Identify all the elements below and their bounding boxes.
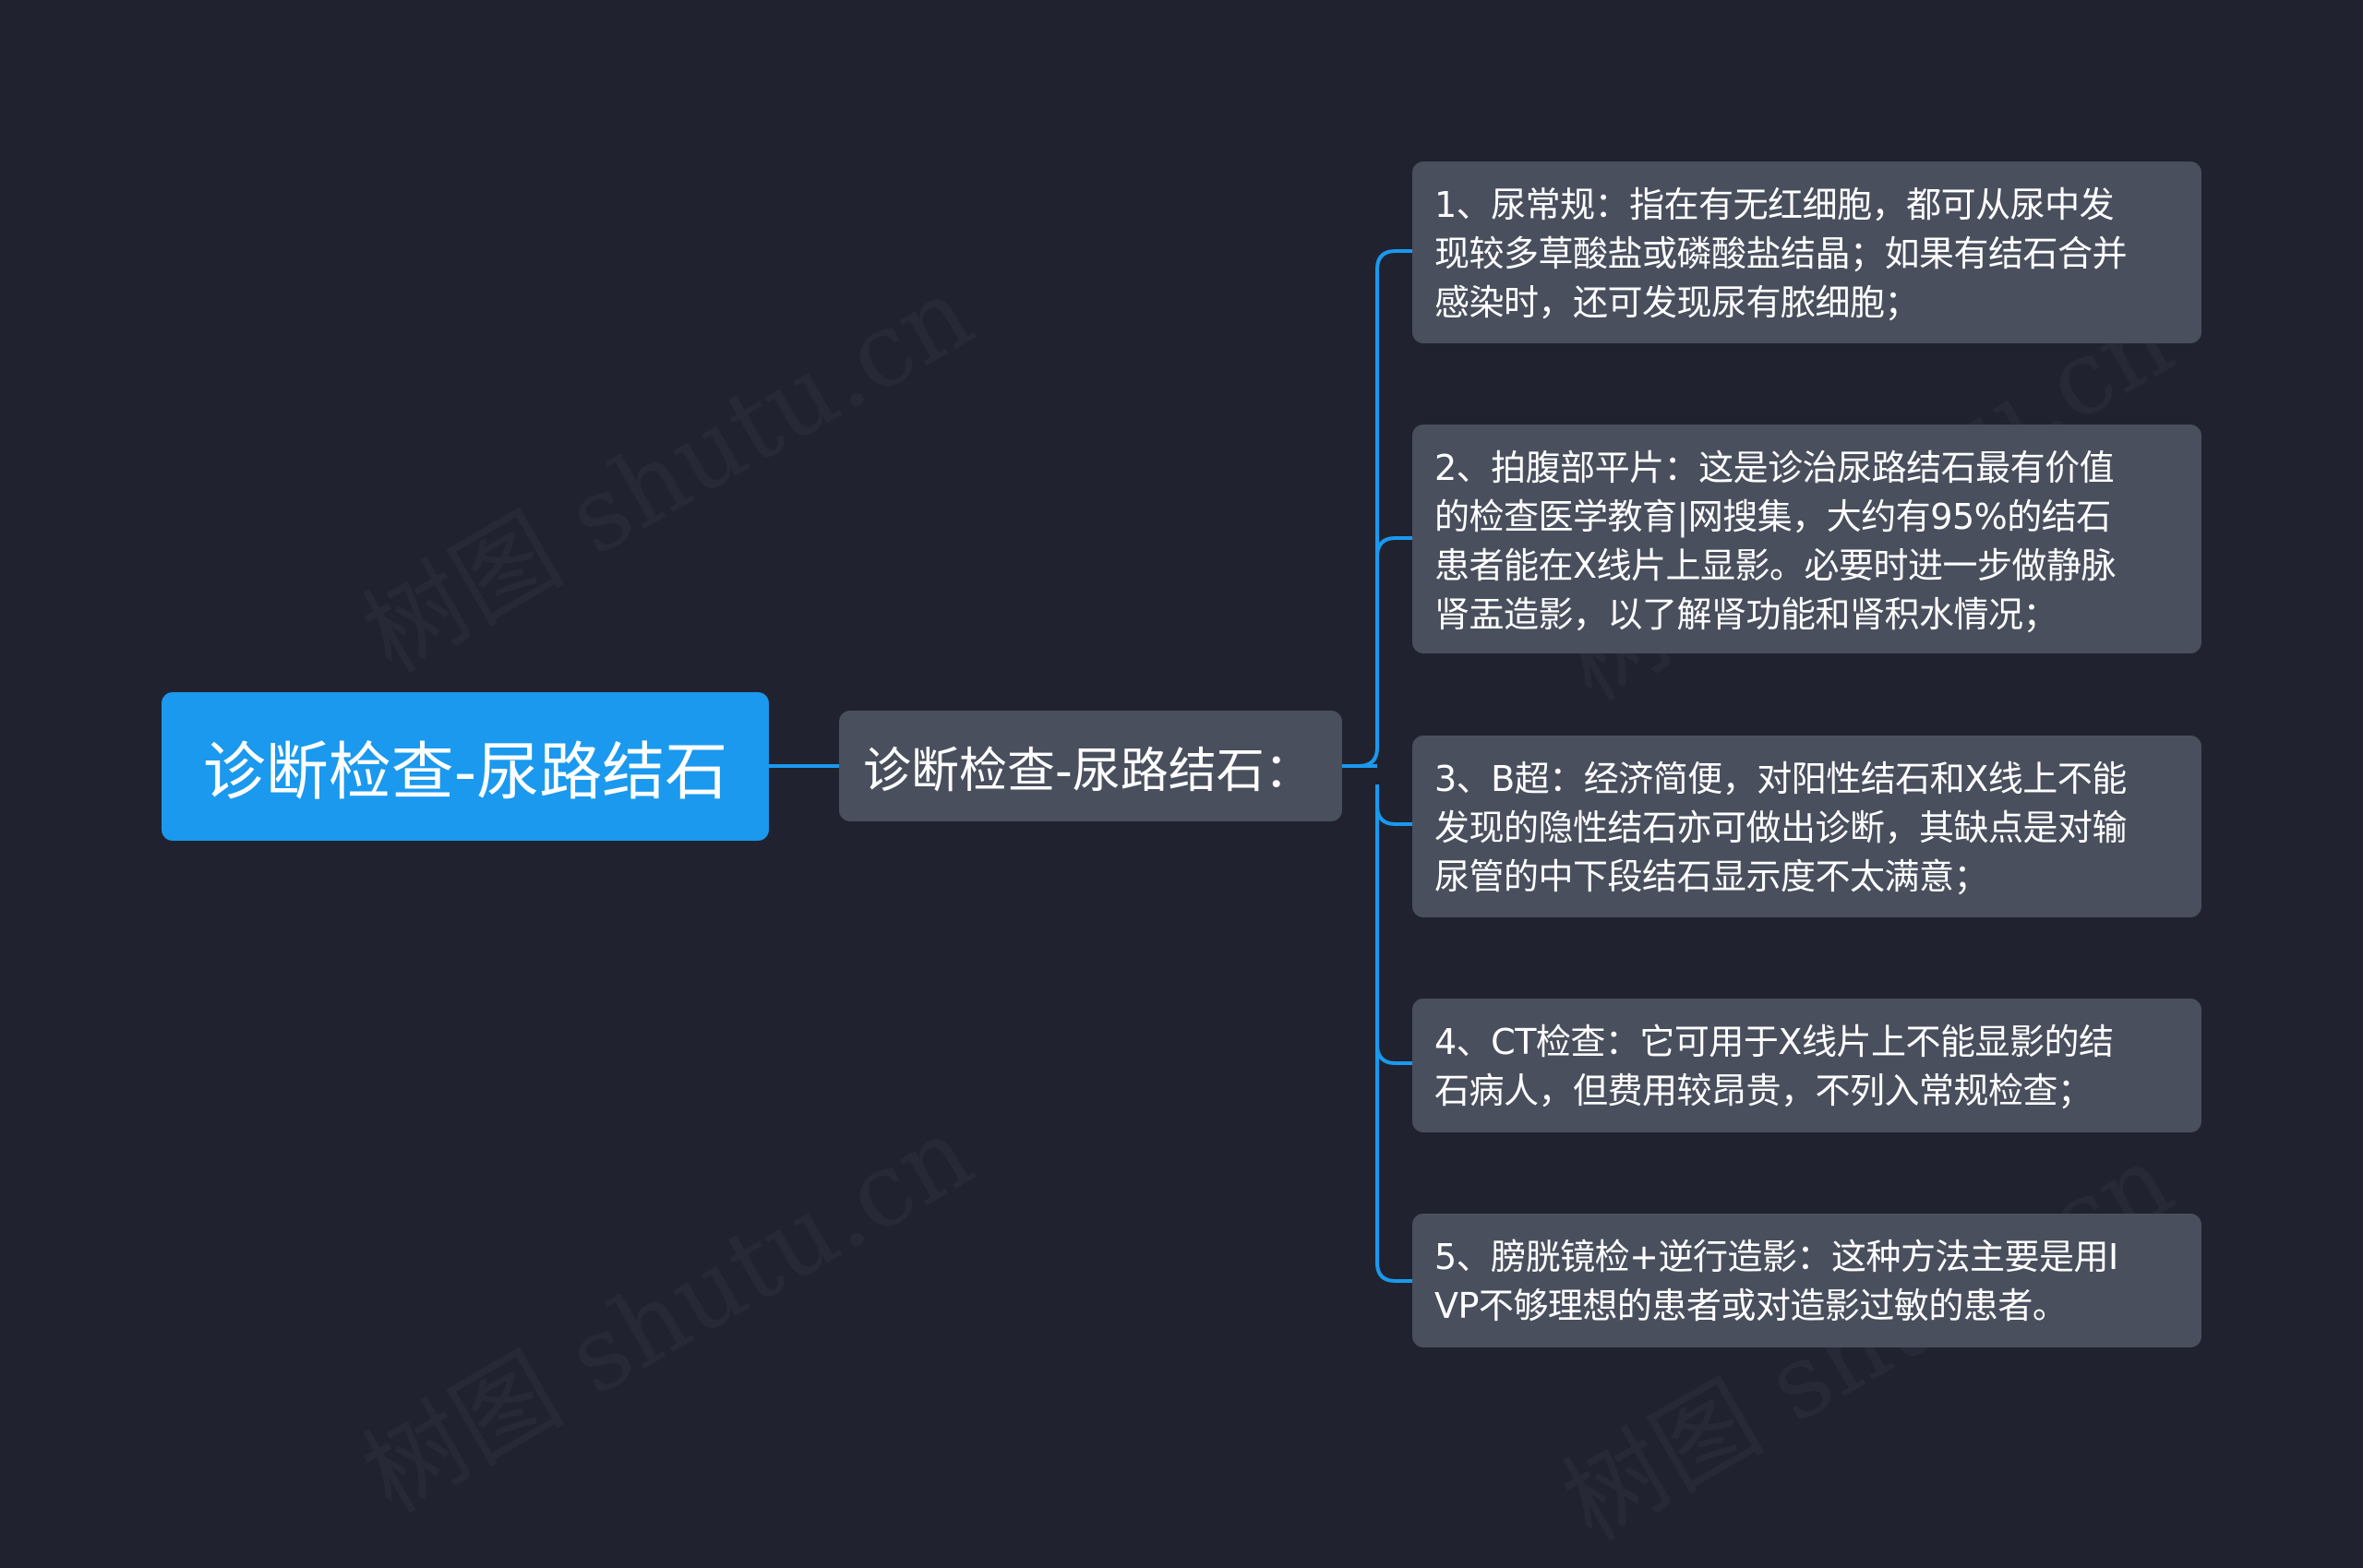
branch-line-3 [1375,784,1412,826]
subtopic-line: 患者能在X线片上显影。必要时进一步做静脉 [1434,545,2117,586]
subtopic-ultrasound[interactable]: 3、B超：经济简便，对阳性结石和X线上不能 发现的隐性结石亦可做出诊断，其缺点是… [1412,736,2201,917]
subtopic-line: 4、CT检查：它可用于X线片上不能显影的结 [1434,1022,2114,1062]
subtopic-line: 1、尿常规：指在有无红细胞，都可从尿中发 [1434,185,2115,225]
subtopic-urine-routine[interactable]: 1、尿常规：指在有无红细胞，都可从尿中发 现较多草酸盐或磷酸盐结晶；如果有结石合… [1412,162,2201,343]
subtopic-line: 肾盂造影，以了解肾功能和肾积水情况； [1434,594,2058,635]
subtopic-line: 3、B超：经济简便，对阳性结石和X线上不能 [1434,759,2127,799]
subtopic-line: VP不够理想的患者或对造影过敏的患者。 [1434,1286,2068,1326]
branch-line-4 [1375,784,1412,1065]
subtopic-abdominal-xray[interactable]: 2、拍腹部平片：这是诊治尿路结石最有价值 的检查医学教育|网搜集，大约有95%的… [1412,425,2201,653]
subtopic-line: 石病人，但费用较昂贵，不列入常规检查； [1434,1071,2093,1111]
branch-line-1 [1358,249,1412,768]
subtopic-line: 感染时，还可发现尿有脓细胞； [1434,282,1920,323]
subtopic-line: 的检查医学教育|网搜集，大约有95%的结石 [1434,497,2111,537]
subtopic-ct[interactable]: 4、CT检查：它可用于X线片上不能显影的结 石病人，但费用较昂贵，不列入常规检查… [1412,999,2201,1132]
main-topic[interactable]: 诊断检查-尿路结石： [839,711,1342,821]
branch-line-2 [1375,536,1412,748]
subtopic-cystoscopy[interactable]: 5、膀胱镜检+逆行造影：这种方法主要是用I VP不够理想的患者或对造影过敏的患者… [1412,1214,2201,1347]
root-topic[interactable]: 诊断检查-尿路结石 [162,692,769,841]
subtopic-line: 5、膀胱镜检+逆行造影：这种方法主要是用I [1434,1237,2118,1277]
branch-line-5 [1375,784,1412,1283]
root-topic-label: 诊断检查-尿路结石 [202,736,728,809]
subtopic-line: 现较多草酸盐或磷酸盐结晶；如果有结石合并 [1434,233,2128,274]
subtopic-line: 发现的隐性结石亦可做出诊断，其缺点是对输 [1434,808,2128,848]
subtopic-line: 尿管的中下段结石显示度不太满意； [1434,856,1989,897]
subtopic-line: 2、拍腹部平片：这是诊治尿路结石最有价值 [1434,448,2115,488]
connector-lines [769,249,1412,1283]
main-topic-label: 诊断检查-尿路结石： [863,743,1313,799]
